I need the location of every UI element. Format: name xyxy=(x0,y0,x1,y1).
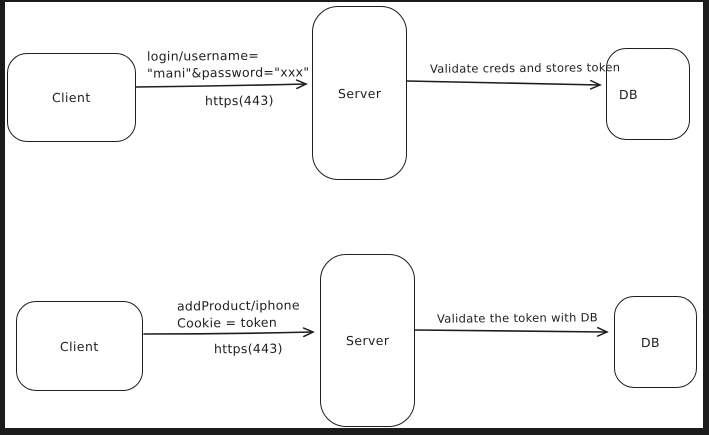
request-label-row2[interactable]: addProduct/iphone Cookie = token xyxy=(177,296,300,331)
server-db-arrow-row2[interactable] xyxy=(414,326,609,337)
protocol-label-row2[interactable]: https(443) xyxy=(213,340,283,357)
request-label-row1-line2: "mani"&password="xxx" xyxy=(147,64,310,81)
client-server-arrow-row2[interactable] xyxy=(143,327,315,338)
request-label-row2-line1: addProduct/iphone xyxy=(176,297,300,314)
db-label-row2: DB xyxy=(640,334,661,350)
db-node-row1[interactable]: DB xyxy=(606,48,690,140)
server-label-row1: Server xyxy=(337,85,382,101)
db-node-row2[interactable]: DB xyxy=(614,296,697,388)
request-label-row1-line1: login/username= xyxy=(146,47,260,64)
client-node-row1[interactable]: Client xyxy=(7,53,136,142)
server-db-label-row1[interactable]: Validate creds and stores token xyxy=(429,60,621,76)
db-label-row1: DB xyxy=(618,86,639,102)
request-label-row2-line2: Cookie = token xyxy=(177,314,278,331)
server-db-arrow-row1[interactable] xyxy=(406,79,602,90)
client-label-row1: Client xyxy=(52,89,91,106)
client-server-arrow-row1[interactable] xyxy=(135,79,308,90)
server-node-row2[interactable]: Server xyxy=(320,254,415,427)
request-label-row1[interactable]: login/username= "mani"&password="xxx" xyxy=(147,46,310,81)
server-db-label-row2[interactable]: Validate the token with DB xyxy=(436,310,599,326)
protocol-label-row1[interactable]: https(443) xyxy=(204,92,274,109)
client-label-row2: Client xyxy=(60,338,99,354)
server-node-row1[interactable]: Server xyxy=(312,6,407,180)
server-label-row2: Server xyxy=(345,332,390,349)
client-node-row2[interactable]: Client xyxy=(16,301,143,391)
